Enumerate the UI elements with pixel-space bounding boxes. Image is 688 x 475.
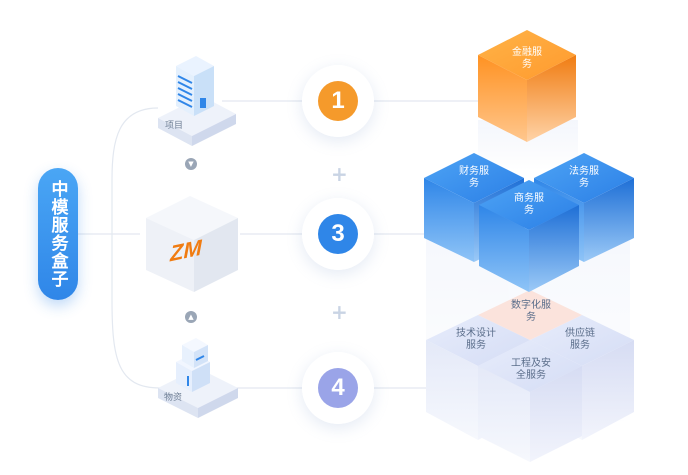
step-circle-4: 4 [302,352,374,424]
zm-logo-cube [146,196,238,292]
plus-sign-1: + [331,162,348,186]
engineering-safety-service-label: 工程及安全服务 [511,358,551,381]
service-box-title-pill: 中模服务盒子 [38,168,78,300]
business-service-label: 商务服务 [514,193,544,216]
step-circle-1: 1 [302,65,374,137]
legal-service-label: 法务服务 [569,166,599,189]
finance-service-label: 金融服务 [512,47,542,70]
supply-chain-service-label: 供应链服务 [565,328,595,351]
tier2-cubes [424,153,634,292]
project-label: 项目 [165,121,184,131]
materials-label: 物资 [164,393,183,403]
step-number-1: 1 [318,81,358,121]
tier3-cubes [426,290,634,462]
step-number-4: 4 [318,368,358,408]
plus-sign-2: + [331,300,348,324]
step-circle-3: 3 [302,198,374,270]
materials-icon [158,338,238,418]
tech-design-service-label: 技术设计服务 [456,328,496,351]
service-box-title: 中模服务盒子 [47,180,68,288]
building-icon [158,56,236,146]
accounting-service-label: 财务服务 [459,166,489,189]
chevron-up-icon: ▲ [185,311,197,323]
digital-service-label: 数字化服务 [511,300,551,323]
tier1-cube [478,30,576,142]
chevron-down-icon: ▼ [185,158,197,170]
step-number-3: 3 [318,214,358,254]
